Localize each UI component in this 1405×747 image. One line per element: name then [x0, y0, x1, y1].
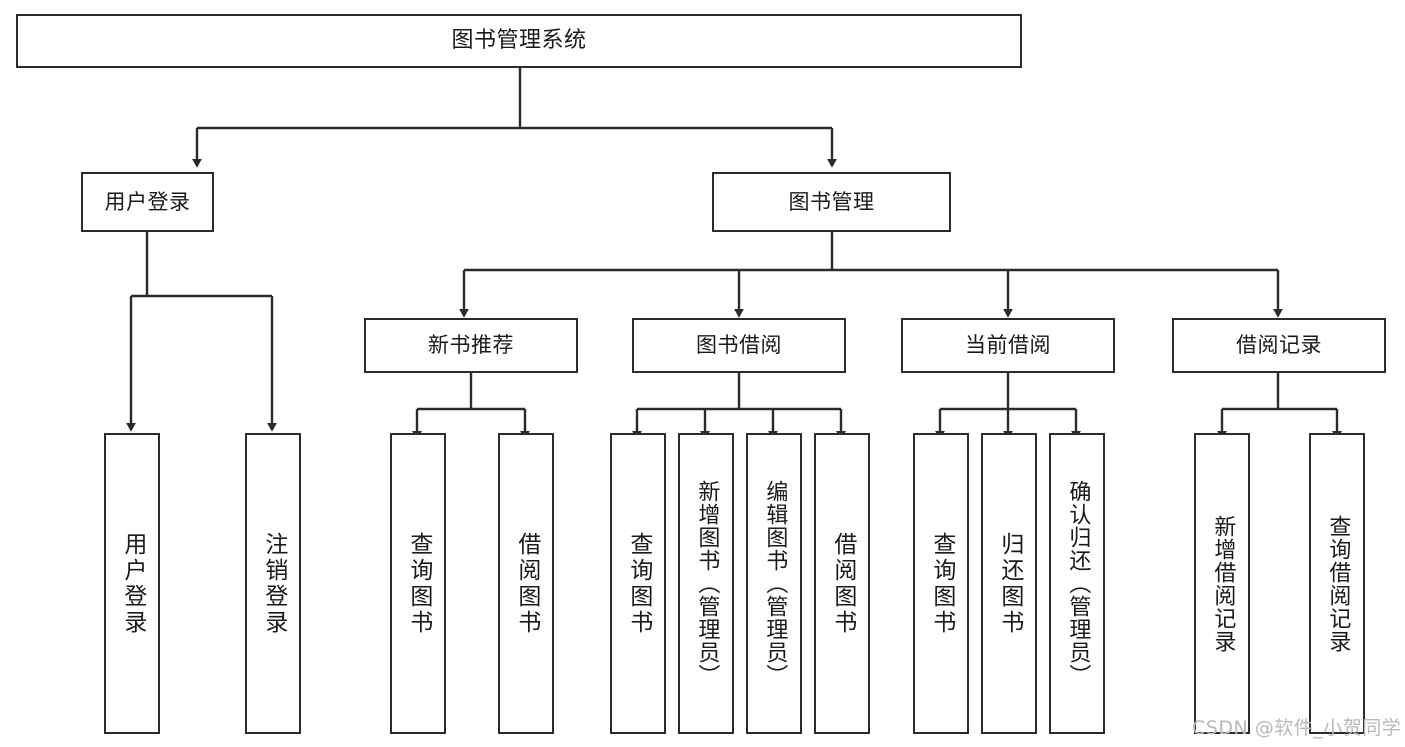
node-user-login[interactable]: 用户登录 [81, 172, 214, 232]
node-label: 新增图书（管理员） [694, 480, 720, 687]
node-label: 图书借阅 [696, 333, 782, 357]
node-label: 用户登录 [119, 531, 146, 636]
node-label: 借阅图书 [829, 531, 856, 636]
leaf-user-login-login[interactable]: 用户登录 [104, 433, 160, 734]
leaf-book-borrow-add[interactable]: 新增图书（管理员） [678, 433, 734, 734]
node-label: 当前借阅 [965, 333, 1051, 357]
leaf-new-book-query[interactable]: 查询图书 [390, 433, 446, 734]
node-label: 借阅记录 [1236, 333, 1322, 357]
node-label: 用户登录 [104, 189, 191, 214]
node-label: 借阅图书 [513, 531, 540, 636]
node-book-borrow[interactable]: 图书借阅 [632, 318, 846, 373]
node-borrow-record[interactable]: 借阅记录 [1172, 318, 1386, 373]
node-label: 新书推荐 [428, 333, 514, 357]
node-label: 查询借阅记录 [1325, 514, 1351, 653]
node-book-management[interactable]: 图书管理 [712, 172, 951, 232]
node-label: 编辑图书（管理员） [762, 480, 788, 687]
leaf-book-borrow-query[interactable]: 查询图书 [610, 433, 666, 734]
leaf-current-borrow-return[interactable]: 归还图书 [981, 433, 1037, 734]
leaf-current-borrow-query[interactable]: 查询图书 [913, 433, 969, 734]
leaf-book-borrow-edit[interactable]: 编辑图书（管理员） [746, 433, 802, 734]
node-label: 新增借阅记录 [1210, 514, 1236, 653]
node-current-borrow[interactable]: 当前借阅 [901, 318, 1115, 373]
node-label: 图书管理系统 [451, 28, 587, 53]
leaf-borrow-record-query[interactable]: 查询借阅记录 [1309, 433, 1365, 734]
csdn-watermark: CSDN @软件_小贺同学 [1192, 717, 1402, 739]
leaf-borrow-record-add[interactable]: 新增借阅记录 [1194, 433, 1250, 734]
leaf-new-book-borrow[interactable]: 借阅图书 [498, 433, 554, 734]
node-label: 图书管理 [788, 189, 875, 214]
node-label: 查询图书 [928, 531, 955, 636]
node-label: 注销登录 [260, 531, 287, 636]
node-label: 查询图书 [405, 531, 432, 636]
leaf-current-borrow-confirm-return[interactable]: 确认归还（管理员） [1049, 433, 1105, 734]
leaf-user-login-logout[interactable]: 注销登录 [245, 433, 301, 734]
node-root-system[interactable]: 图书管理系统 [16, 14, 1022, 68]
node-label: 查询图书 [625, 531, 652, 636]
leaf-book-borrow-borrow[interactable]: 借阅图书 [814, 433, 870, 734]
node-new-book-recommend[interactable]: 新书推荐 [364, 318, 578, 373]
node-label: 归还图书 [996, 531, 1023, 636]
node-label: 确认归还（管理员） [1065, 480, 1091, 687]
